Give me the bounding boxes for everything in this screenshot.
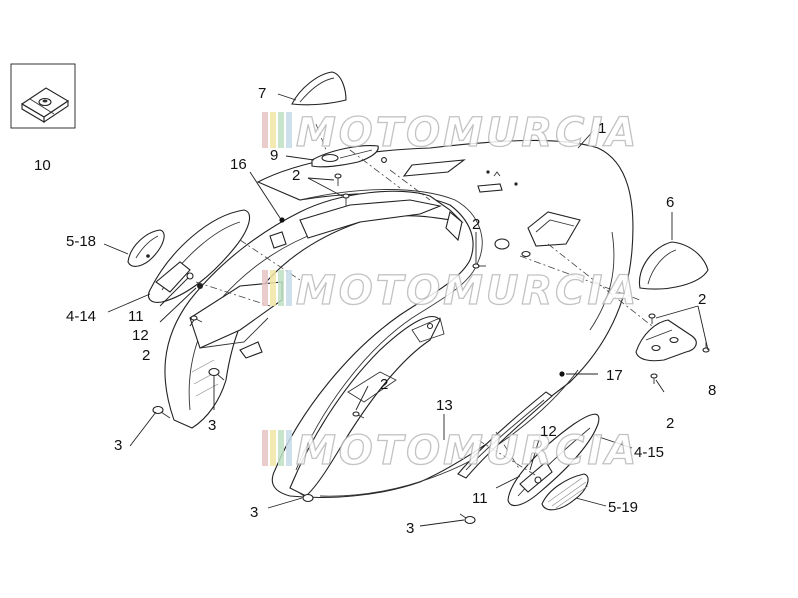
- callout-13: 13: [436, 397, 453, 414]
- handle-part-9: [311, 145, 387, 168]
- callout-2: 2: [666, 415, 674, 432]
- watermark-text: MOTOMURCIA: [296, 110, 639, 156]
- callout-3: 3: [114, 437, 122, 454]
- reflector-right-5-19: [541, 473, 589, 511]
- callout-3: 3: [208, 417, 216, 434]
- watermark-text: MOTOMURCIA: [296, 428, 639, 474]
- watermark-text: MOTOMURCIA: [296, 268, 639, 314]
- bracket-part-8: [635, 319, 697, 362]
- callout-3: 3: [250, 504, 258, 521]
- screws: [152, 173, 710, 525]
- watermark-bottom: MOTOMURCIA: [262, 427, 639, 475]
- callout-11: 11: [128, 308, 144, 325]
- callout-2: 2: [472, 216, 480, 233]
- callout-6: 6: [666, 194, 674, 211]
- callout-8: 8: [708, 382, 716, 399]
- inset-clip-nut: [10, 63, 76, 129]
- callout-9: 9: [270, 147, 278, 164]
- callout-3: 3: [406, 520, 414, 537]
- callout-10: 10: [34, 157, 51, 174]
- wm-stripe: [262, 112, 268, 148]
- callout-12: 12: [540, 423, 557, 440]
- cover-part-6: [638, 241, 709, 290]
- light-bracket-right: [457, 391, 553, 479]
- callout-4-15: 4-15: [634, 444, 664, 461]
- lower-panel-part-13: [289, 315, 445, 497]
- watermark-middle: MOTOMURCIA: [262, 267, 639, 315]
- callout-labels: 1 2 2 2 2 2 2 3 3 3 3 4-14 4-15 5-18 5-1…: [34, 85, 716, 537]
- tail-light-left-4-14: [147, 209, 251, 303]
- reflector-left-5-18: [127, 229, 165, 267]
- callout-2: 2: [698, 291, 706, 308]
- part-17-point: [559, 371, 565, 377]
- callout-5-18: 5-18: [66, 233, 96, 250]
- callout-4-14: 4-14: [66, 308, 96, 325]
- callout-11: 11: [472, 490, 488, 507]
- callout-16: 16: [230, 156, 247, 173]
- callout-7: 7: [258, 85, 266, 102]
- callout-5-19: 5-19: [608, 499, 638, 516]
- side-panel-part-16: [164, 190, 464, 429]
- callout-12: 12: [132, 327, 149, 344]
- watermark-top: MOTOMURCIA: [262, 109, 639, 157]
- callout-2: 2: [292, 167, 300, 184]
- tail-light-right-4-15: [507, 413, 600, 507]
- callout-2: 2: [142, 347, 150, 364]
- leader-lines: [103, 93, 709, 527]
- callout-1: 1: [598, 120, 606, 137]
- callout-17: 17: [606, 367, 623, 384]
- callout-2: 2: [380, 376, 388, 393]
- cover-part-7: [291, 71, 347, 106]
